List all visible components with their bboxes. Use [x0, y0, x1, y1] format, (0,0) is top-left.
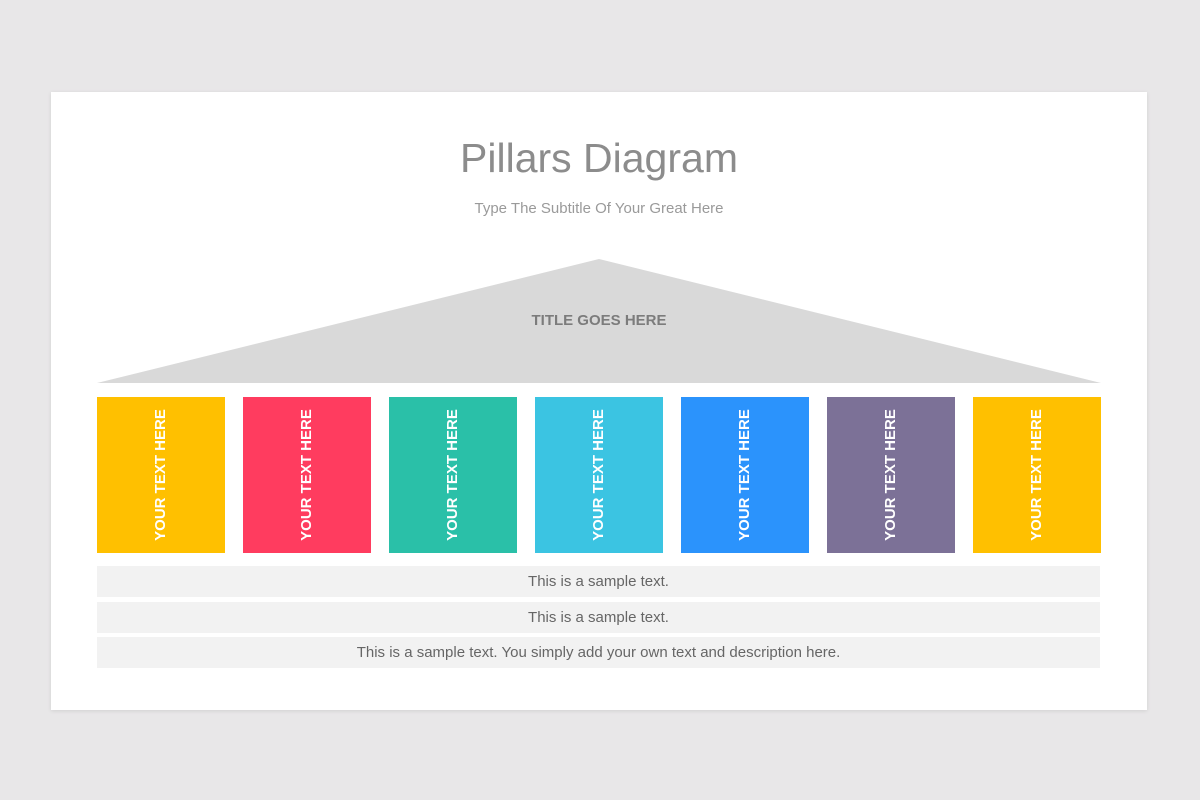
- roof-triangle: [97, 259, 1101, 383]
- pillar-7: YOUR TEXT HERE: [973, 397, 1101, 553]
- pillar-1: YOUR TEXT HERE: [97, 397, 225, 553]
- pillar-5: YOUR TEXT HERE: [681, 397, 809, 553]
- roof-label: TITLE GOES HERE: [531, 312, 667, 329]
- pillar-1-label: YOUR TEXT HERE: [152, 409, 169, 541]
- pillar-4: YOUR TEXT HERE: [535, 397, 663, 553]
- pillar-6-label: YOUR TEXT HERE: [882, 409, 899, 541]
- page-subtitle: Type The Subtitle Of Your Great Here: [474, 200, 724, 217]
- roof-shape: [97, 259, 1101, 383]
- pillar-6: YOUR TEXT HERE: [827, 397, 955, 553]
- base-row-2: This is a sample text.: [97, 602, 1100, 633]
- base-row-3: This is a sample text. You simply add yo…: [97, 637, 1100, 668]
- page-title: Pillars Diagram: [460, 135, 738, 181]
- pillar-3-label: YOUR TEXT HERE: [444, 409, 461, 541]
- pillar-2: YOUR TEXT HERE: [243, 397, 371, 553]
- pillar-3: YOUR TEXT HERE: [389, 397, 517, 553]
- pillar-2-label: YOUR TEXT HERE: [298, 409, 315, 541]
- pillar-7-label: YOUR TEXT HERE: [1028, 409, 1045, 541]
- pillar-5-label: YOUR TEXT HERE: [736, 409, 753, 541]
- base-row-1: This is a sample text.: [97, 566, 1100, 597]
- pillar-4-label: YOUR TEXT HERE: [590, 409, 607, 541]
- slide: Pillars Diagram Type The Subtitle Of You…: [51, 92, 1147, 710]
